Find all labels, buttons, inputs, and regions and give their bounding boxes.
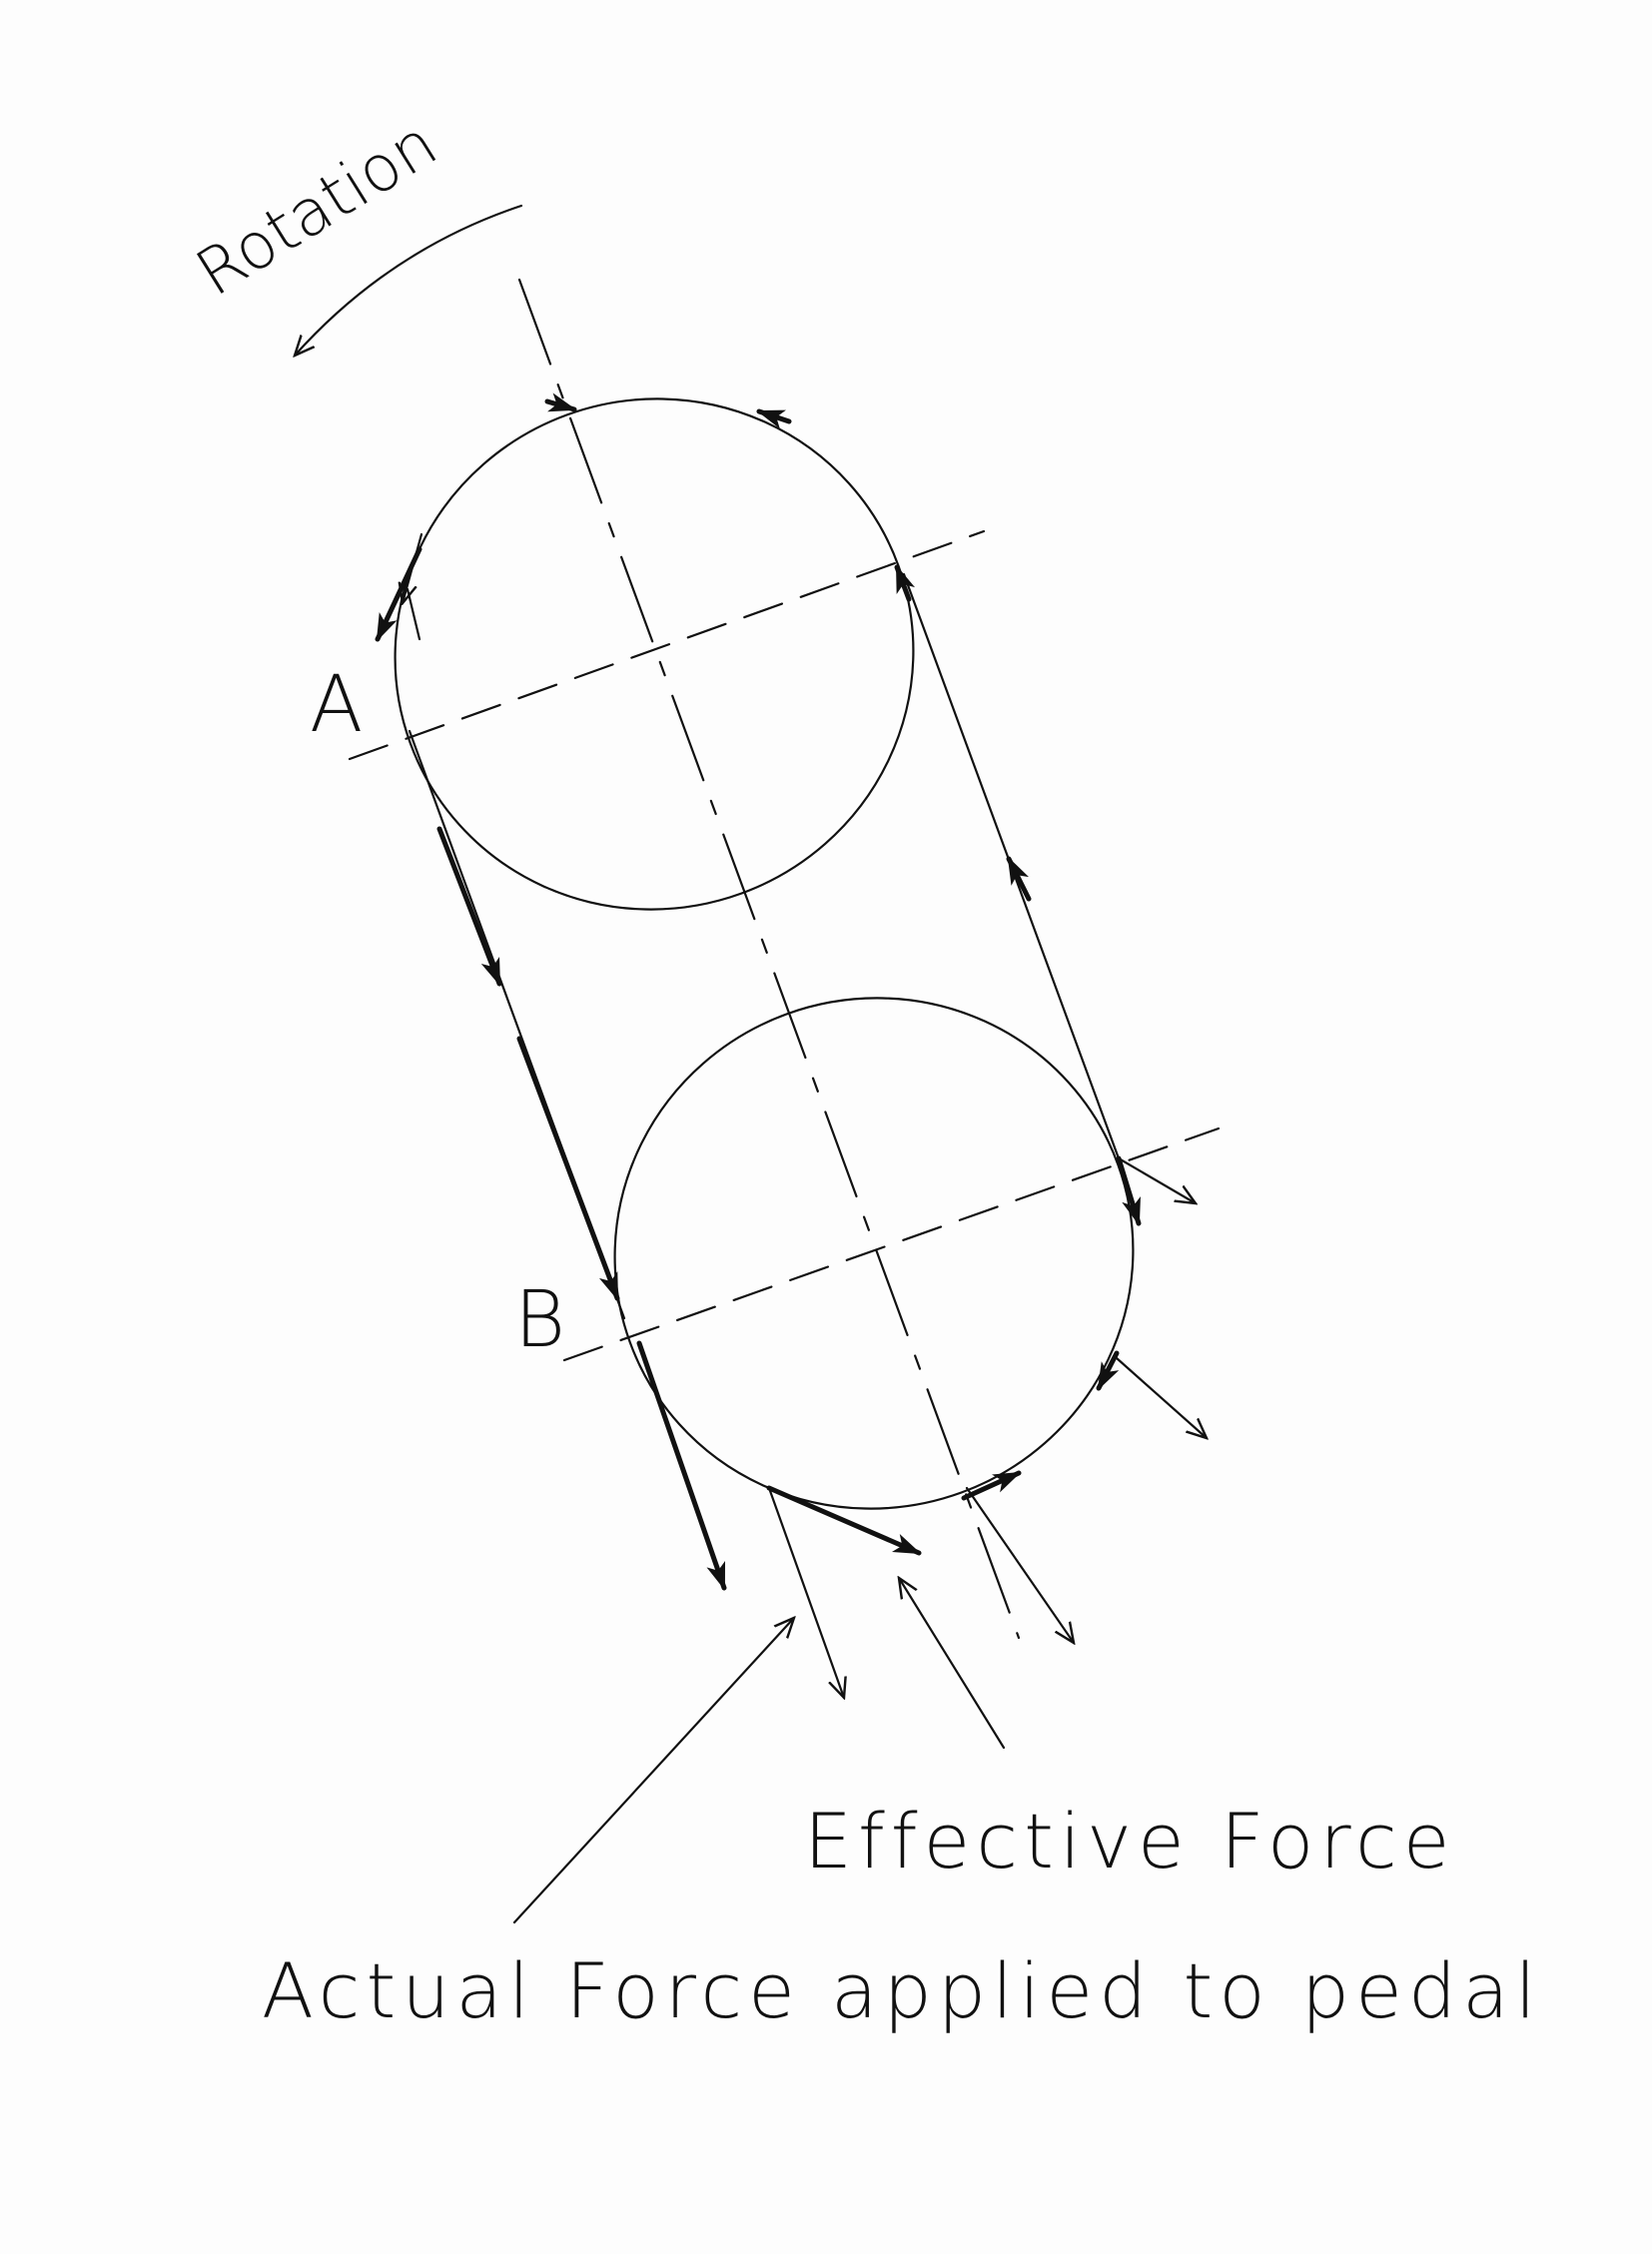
rotation-label: Rotation (184, 107, 449, 312)
effective-force-leader (899, 1578, 1006, 1750)
actual-force-leader (512, 1618, 794, 1924)
right-bottom-effective-arrow (1096, 1350, 1120, 1391)
top-right-direction-arrow (756, 408, 792, 429)
point-b-force-arrow (636, 1340, 727, 1591)
right-bottom-actual-arrow (1115, 1356, 1207, 1438)
left-tangent-arrow-2 (516, 1036, 620, 1301)
bottom-right-effective-arrow (961, 1470, 1022, 1501)
axis-line-a (348, 529, 986, 761)
point-a-label: A (310, 660, 363, 750)
actual-force-label: Actual Force applied to pedal (262, 1946, 1542, 2035)
right-lower-direction-arrow (1116, 1155, 1142, 1226)
right-middle-direction-arrow (1006, 856, 1032, 902)
rotation-arrow (295, 204, 523, 356)
upper-crank-circle (394, 397, 915, 911)
effective-force-label: Effective Force (804, 1797, 1456, 1885)
bottom-right-actual-arrow (965, 1486, 1074, 1643)
point-a-effective-arrow-2 (406, 587, 421, 641)
right-upper-direction-arrow (894, 564, 916, 602)
center-axis-line (517, 278, 1021, 1640)
axis-line-b (562, 1127, 1221, 1362)
bottom-actual-arrow (767, 1486, 844, 1698)
top-direction-arrow (544, 392, 577, 412)
left-tangent-arrow-1 (436, 826, 502, 987)
lower-crank-circle (613, 997, 1135, 1510)
bottom-effective-arrow (766, 1485, 922, 1556)
point-a-effective-arrow (403, 532, 423, 603)
point-b-label: B (514, 1275, 565, 1365)
right-lower-actual-arrow (1117, 1156, 1196, 1203)
